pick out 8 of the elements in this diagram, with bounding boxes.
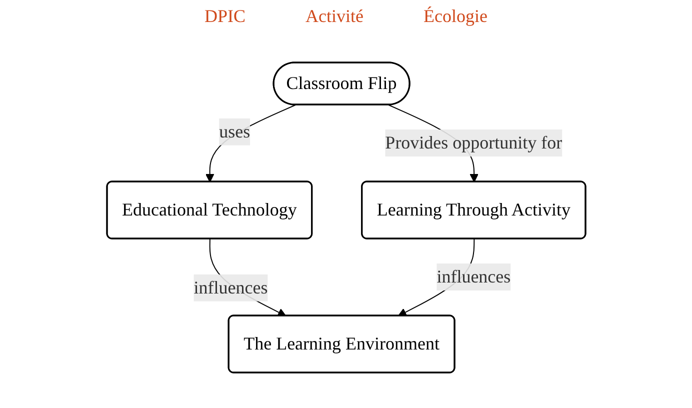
edge-label: influences <box>193 277 268 298</box>
edge-label: Provides opportunity for <box>384 132 562 152</box>
annotation-text: Écologie <box>424 6 488 27</box>
edge-label: influences <box>436 266 510 286</box>
annotation-text: DPIC <box>204 6 246 27</box>
annotation-text: Activité <box>306 6 364 27</box>
arrow <box>205 104 296 182</box>
edge-label: uses <box>218 121 250 142</box>
